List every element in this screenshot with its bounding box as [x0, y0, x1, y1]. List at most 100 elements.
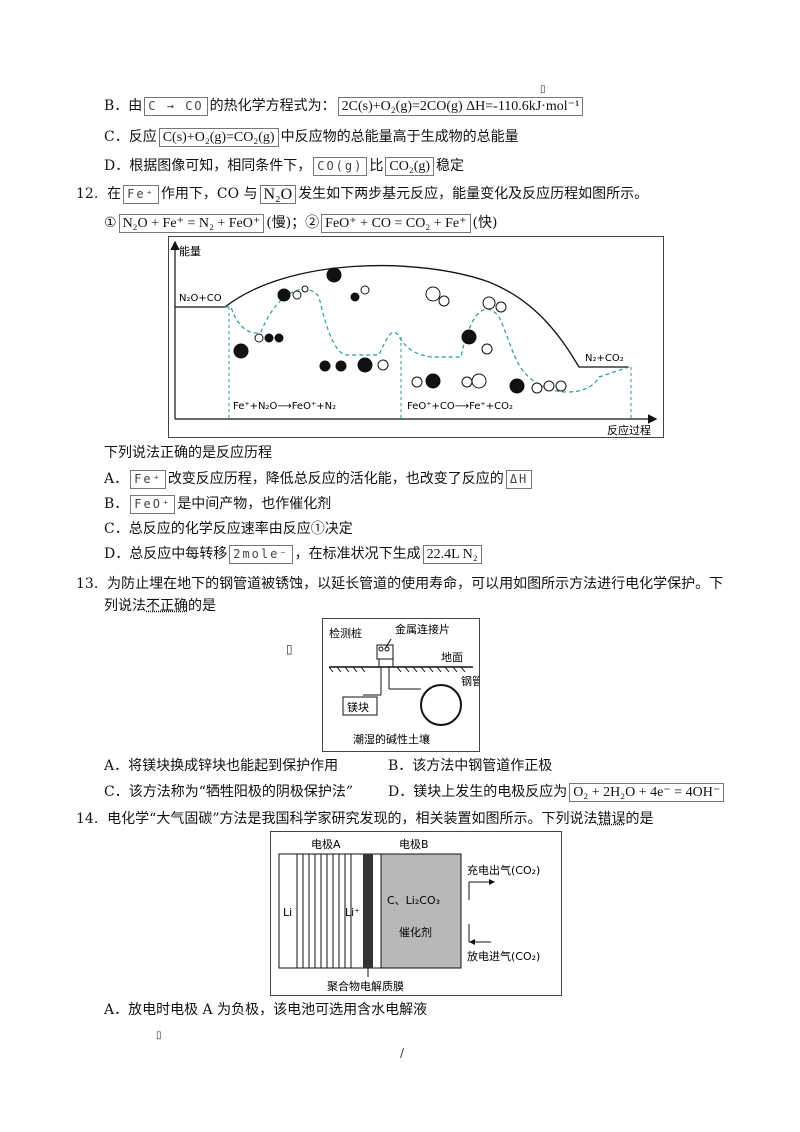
- q12-b-box: FeO⁺: [130, 494, 176, 514]
- q12-number: 12.: [76, 186, 99, 202]
- q14-svg: 电极A 电极B Li Li⁺ C、Li₂CO₃ 催化剂 充电出气(CO₂) 放电…: [278, 837, 540, 993]
- q12-d-volume-box: 22.4L N₂: [422, 544, 482, 564]
- q13-stem-text: 为防止埋在地下的钢管道被锈蚀，以延长管道的使用寿命，可以用如图所示方法进行电化学…: [107, 576, 724, 592]
- q12-step2-speed: (快): [472, 215, 498, 231]
- q11-b-equation-box: 2C(s)+O₂(g)=2CO(g) ΔH=-110.6kJ·mol⁻¹: [337, 96, 584, 116]
- q13-d-box: O₂ + 2H₂O + 4e⁻ = 4OH⁻: [569, 782, 725, 802]
- q14-option-a: A．放电时电极 A 为负极，该电池可选用含水电解液: [104, 1002, 428, 1018]
- q11-c-pre: C．反应: [104, 129, 157, 145]
- electrode-b: [380, 853, 462, 969]
- q12-d-box: 2mole⁻: [229, 544, 293, 564]
- pipe-label: 钢管道: [461, 674, 479, 688]
- mg-block: [342, 696, 378, 716]
- q13-stem2-emphasis: 不正确: [146, 598, 188, 614]
- q12-a-pre: A．: [104, 471, 129, 487]
- corner-mark: ▯: [540, 84, 546, 95]
- q14-number: 14.: [76, 811, 99, 827]
- q12-d-pre: D．总反应中每转移: [104, 546, 228, 562]
- page-mark: /: [400, 1046, 405, 1060]
- q11-d-pre: D．根据图像可知，相同条件下，: [104, 158, 312, 174]
- q12-a-dh-box: ΔH: [505, 469, 533, 489]
- q12-option-b: B．FeO⁺是中间产物，也作催化剂: [104, 494, 331, 514]
- electrode-b-label: 电极B: [399, 837, 429, 851]
- q11-b-formula-box: C → CO: [144, 96, 208, 116]
- q12-step1-speed: (慢)；②: [266, 215, 320, 231]
- footer-mark: ▯: [156, 1030, 162, 1041]
- q13-stem: 13. 为防止埋在地下的钢管道被锈蚀，以延长管道的使用寿命，可以用如图所示方法进…: [76, 574, 723, 594]
- q13-svg: 检测桩 金属连接片 地面 镁块 钢管道 潮湿的碱性土壤: [328, 622, 494, 746]
- q11-d-post: 稳定: [436, 158, 465, 174]
- q13-d-pre: D．镁块上发生的电极反应为: [388, 784, 568, 800]
- catalyzed-path: [225, 288, 630, 393]
- q12-b-post: 是中间产物，也作催化剂: [177, 496, 332, 512]
- q14-stem-pre: 电化学“大气固碳”方法是我国科学家研究发现的，相关装置如图所示。下列说法: [107, 811, 598, 827]
- q12-a-post: 改变反应历程，降低总反应的活化能，也改变了反应的: [167, 471, 504, 487]
- q12-step1-mark: ①: [104, 215, 117, 231]
- q13-stem-line2: 列说法不正确的是: [104, 596, 216, 616]
- mg-label: 镁块: [347, 700, 369, 714]
- molecules: [233, 267, 567, 394]
- q13-option-b: B．该方法中钢管道作正极: [388, 758, 553, 774]
- q12-step1-box: N₂O + Fe⁺ = N₂ + FeO⁺: [118, 213, 265, 233]
- membrane-label: 聚合物电解质膜: [327, 979, 404, 993]
- q13-option-c: C．该方法称为“牺牲阳极的阴极保护法”: [104, 784, 354, 800]
- q11-b-pre: B．由: [104, 98, 143, 114]
- q12-stem-post: 发生如下两步基元反应，能量变化及反应历程如图所示。: [298, 186, 649, 202]
- ground-label: 地面: [441, 651, 463, 664]
- q13-option-a: A．将镁块换成锌块也能起到保护作用: [104, 758, 339, 774]
- q12-a-box: Fe⁺: [130, 469, 166, 489]
- q12-energy-diagram: 能量 反应过程 N₂O+CO N₂+CO₂ Fe⁺+N₂O⟶FeO⁺+N₂ Fe…: [168, 236, 664, 438]
- q13-diagram: 检测桩 金属连接片 地面 镁块 钢管道 潮湿的碱性土壤: [322, 618, 494, 752]
- membrane: [363, 854, 373, 968]
- q14-stem-emphasis: 错误: [597, 811, 626, 827]
- x-axis-label: 反应过程: [607, 423, 651, 437]
- q11-c-post: 中反应物的总能量高于生成物的总能量: [280, 129, 519, 145]
- y-axis-label: 能量: [179, 244, 201, 258]
- li-ion-label: Li⁺: [345, 906, 360, 919]
- q12-option-c: C．总反应的化学反应速率由反应①决定: [104, 521, 353, 537]
- q12-step2-box: FeO⁺ + CO = CO₂ + Fe⁺: [321, 213, 471, 233]
- soil-label: 潮湿的碱性土壤: [353, 732, 430, 746]
- eq2-label: FeO⁺+CO⟶Fe⁺+CO₂: [407, 401, 513, 412]
- q11-d-mid: 比: [369, 158, 384, 174]
- q12-fe-box: Fe⁺: [123, 184, 159, 204]
- q12-stem-mid: 作用下，CO 与: [160, 186, 258, 202]
- q14-stem: 14. 电化学“大气固碳”方法是我国科学家研究发现的，相关装置如图所示。下列说法…: [76, 809, 653, 829]
- q11-d-co-box: CO(g): [313, 156, 368, 176]
- q12-b-pre: B．: [104, 496, 129, 512]
- start-label: N₂O+CO: [179, 293, 222, 304]
- q14-stem-post: 的是: [625, 811, 654, 827]
- q13-stem2-pre: 列说法: [104, 598, 146, 614]
- eq1-label: Fe⁺+N₂O⟶FeO⁺+N₂: [233, 401, 336, 412]
- q12-stem-pre: 在: [107, 186, 122, 202]
- electrode-a-label: 电极A: [311, 837, 341, 851]
- q13-mark: ▯: [286, 642, 293, 656]
- q14-diagram: 电极A 电极B Li Li⁺ C、Li₂CO₃ 催化剂 充电出气(CO₂) 放电…: [270, 831, 562, 996]
- q12-n2o-box: N₂O: [259, 184, 297, 204]
- pipe-circle: [420, 684, 462, 726]
- c-li2co3-label: C、Li₂CO₃: [387, 894, 440, 907]
- strip-label: 金属连接片: [395, 622, 450, 636]
- li-label: Li: [283, 906, 292, 919]
- q12-question: 下列说法正确的是反应历程: [104, 445, 272, 461]
- electrode-a-lines: [296, 854, 352, 968]
- catalyst-label: 催化剂: [399, 925, 432, 939]
- charge-out-label: 充电出气(CO₂): [467, 863, 540, 877]
- molecule-fe: [233, 343, 249, 359]
- q13-number: 13.: [76, 576, 99, 592]
- q11-c-equation-box: C(s)+O₂(g)=CO₂(g): [158, 127, 279, 147]
- q12-energy-svg: 能量 反应过程 N₂O+CO N₂+CO₂ Fe⁺+N₂O⟶FeO⁺+N₂ Fe…: [170, 240, 658, 437]
- probe-label: 检测桩: [329, 626, 362, 640]
- q11-b-mid: 的热化学方程式为：: [209, 98, 336, 114]
- q12-d-post: ，在标准状况下生成: [294, 546, 421, 562]
- end-label: N₂+CO₂: [585, 353, 624, 364]
- uncatalyzed-curve: [175, 264, 629, 368]
